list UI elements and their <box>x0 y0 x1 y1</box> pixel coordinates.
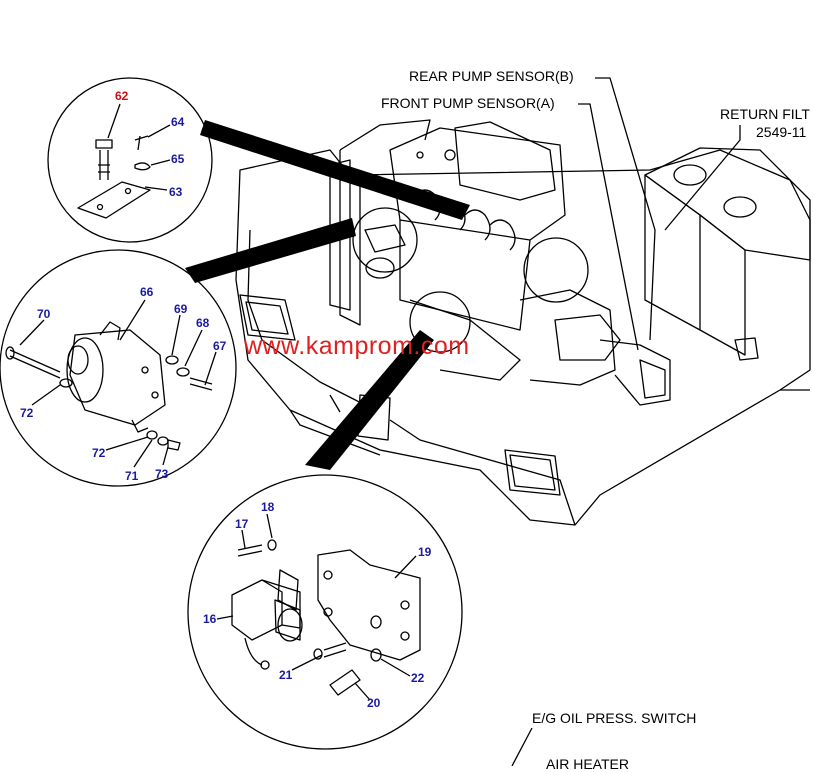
zoom-wedges <box>185 120 470 470</box>
detail-alternator <box>0 249 237 487</box>
callout-63: 63 <box>169 185 183 199</box>
callout-68: 68 <box>196 316 210 330</box>
callout-22: 22 <box>411 671 425 685</box>
label-eg-oil-press-switch: E/G OIL PRESS. SWITCH <box>532 710 697 726</box>
label-return-filter-code: 2549-11 <box>756 124 807 140</box>
callout-71: 71 <box>125 469 139 483</box>
label-leaders <box>511 77 741 766</box>
detail-markers <box>352 207 589 353</box>
callout-72-left: 72 <box>20 406 34 420</box>
label-rear-pump-sensor: REAR PUMP SENSOR(B) <box>409 68 574 84</box>
callout-64: 64 <box>171 115 185 129</box>
callout-18: 18 <box>261 500 275 514</box>
callout-67: 67 <box>213 339 227 353</box>
watermark: www.kamprom.com <box>244 332 470 360</box>
label-return-filter: RETURN FILT <box>720 106 810 122</box>
callout-16: 16 <box>203 612 217 626</box>
callout-65: 65 <box>171 152 185 166</box>
hydraulic-tank <box>644 147 811 361</box>
detail-switch-bracket <box>187 474 463 750</box>
label-air-heater: AIR HEATER <box>546 756 629 772</box>
callout-21: 21 <box>279 668 293 682</box>
machine-body <box>235 149 811 526</box>
callout-70: 70 <box>37 307 51 321</box>
detail-bracket-bolts <box>47 77 213 243</box>
callout-66: 66 <box>140 285 154 299</box>
callout-69: 69 <box>174 302 188 316</box>
callout-20: 20 <box>367 696 381 710</box>
callout-73: 73 <box>155 467 169 481</box>
callout-72-bottom: 72 <box>92 446 106 460</box>
engine-block <box>329 119 671 406</box>
label-front-pump-sensor: FRONT PUMP SENSOR(A) <box>381 95 555 111</box>
callout-62: 62 <box>115 89 129 103</box>
callout-17: 17 <box>235 517 249 531</box>
callout-19: 19 <box>418 545 432 559</box>
